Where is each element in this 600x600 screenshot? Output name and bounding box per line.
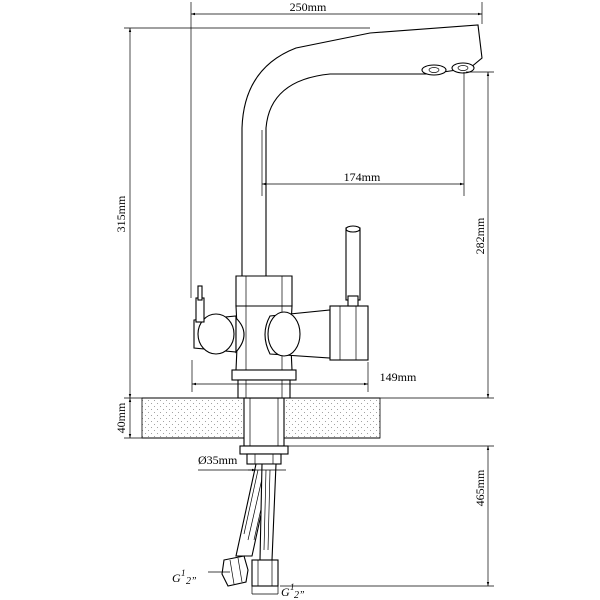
label-spout-height: 282mm xyxy=(473,217,487,254)
thread-right-sup: 1 xyxy=(290,582,295,592)
right-handle xyxy=(264,225,369,361)
faucet-body xyxy=(193,24,483,399)
left-handle xyxy=(193,285,245,355)
label-hose-length: 465mm xyxy=(473,469,487,506)
dimension-lines xyxy=(124,2,494,595)
thread-left-sub: 2” xyxy=(186,576,197,587)
label-thread-left: G 1 2” xyxy=(172,568,197,587)
supply-hoses xyxy=(221,463,279,587)
label-spout-reach: 174mm xyxy=(344,170,381,184)
label-height-total: 315mm xyxy=(114,195,128,232)
spout-outlets xyxy=(421,62,475,76)
thread-left-sup: 1 xyxy=(181,568,186,578)
label-countertop: 40mm xyxy=(114,402,128,433)
thread-left-letter: G xyxy=(172,571,181,585)
thread-right-letter: G xyxy=(281,585,290,599)
label-thread-right: G 1 2” xyxy=(281,582,305,600)
label-mount-diameter: Ø35mm xyxy=(198,453,238,467)
thread-right-sub: 2” xyxy=(294,590,305,600)
mounting-shank xyxy=(239,397,289,465)
label-body-width: 149mm xyxy=(380,370,417,384)
label-width-total: 250mm xyxy=(290,0,327,14)
